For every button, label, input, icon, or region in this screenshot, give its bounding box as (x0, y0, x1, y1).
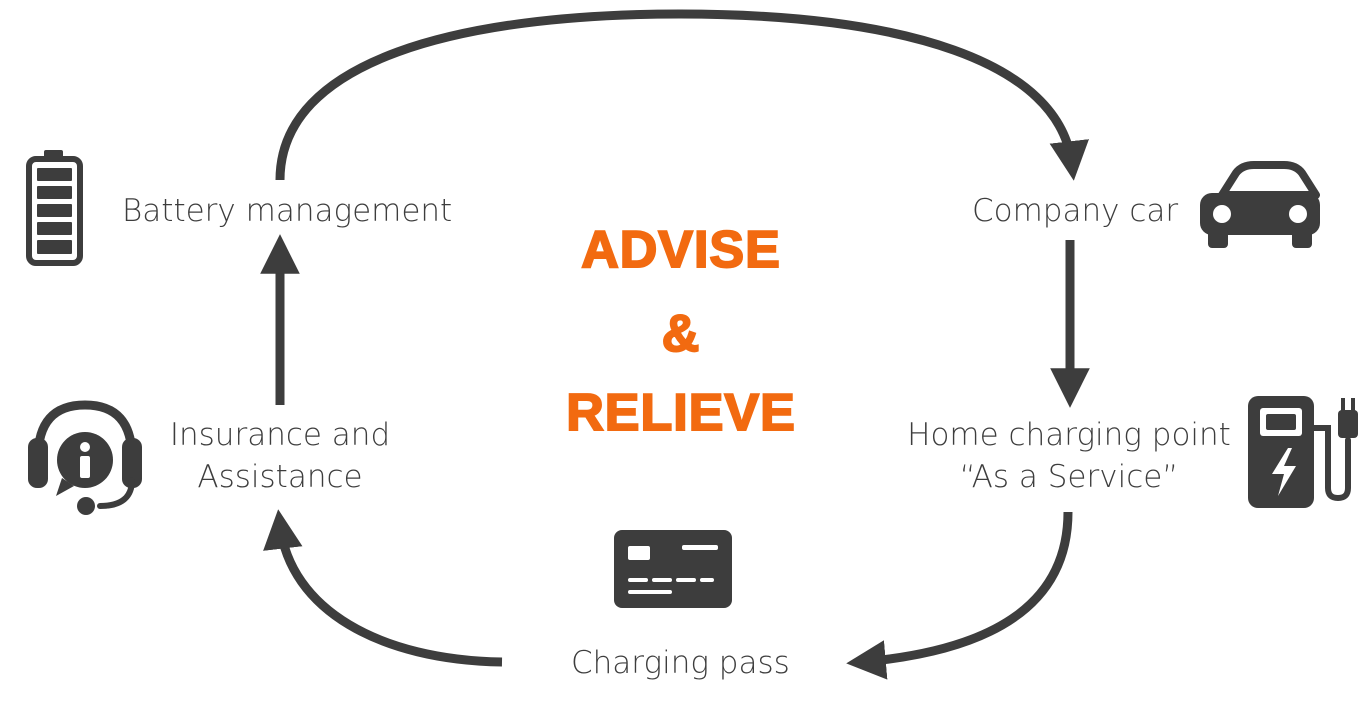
credit-card-icon (614, 530, 732, 608)
node-home-charging-line1: Home charging point (907, 417, 1231, 453)
node-battery-management-label: Battery management (122, 193, 453, 229)
arrow-home-charging-to-pass (846, 511, 1073, 680)
arrow-battery-to-car (275, 9, 1089, 181)
support-headset-icon (28, 400, 142, 515)
node-insurance-line1: Insurance and (169, 417, 391, 453)
node-insurance-label: Insurance and Assistance (160, 414, 400, 498)
car-icon (1200, 161, 1320, 248)
center-word-ampersand: & (661, 304, 701, 364)
node-charging-pass-label: Charging pass (571, 645, 790, 681)
node-company-car-label: Company car (972, 193, 1179, 229)
arrow-pass-to-insurance (263, 509, 503, 667)
center-word-advise: ADVISE (580, 220, 781, 280)
battery-icon (26, 150, 83, 266)
node-home-charging-label: Home charging point “As a Service” (904, 414, 1234, 498)
center-word-relieve: RELIEVE (565, 383, 796, 443)
node-insurance-line2: Assistance (197, 459, 363, 495)
ev-charger-icon (1248, 396, 1358, 508)
node-home-charging-line2: “As a Service” (959, 459, 1179, 495)
